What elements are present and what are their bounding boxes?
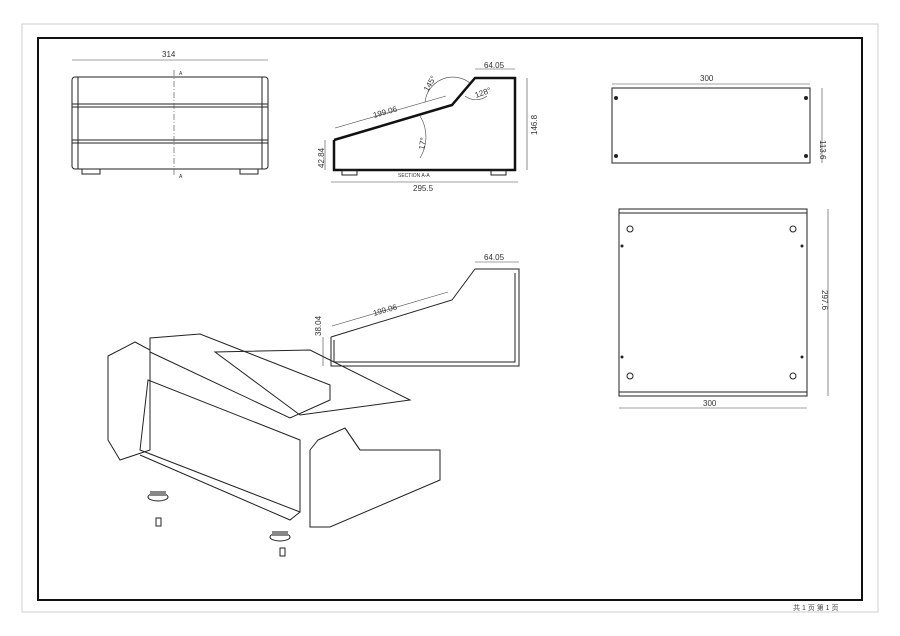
front-width-label: 314 xyxy=(162,50,176,59)
section-mark-top: A xyxy=(179,71,183,77)
section-mark-bottom: A xyxy=(179,174,183,180)
page-count: 共 1 页 第 1 页 xyxy=(793,605,839,612)
section-title: SECTION A-A xyxy=(398,173,430,179)
drawing-frame xyxy=(37,37,863,601)
sheet-outer-border xyxy=(21,23,879,613)
side-slope-length: 199.06 xyxy=(372,302,399,318)
bottom-plate-height: 297.6 xyxy=(820,290,829,311)
top-plate-view: 300 113.6 xyxy=(611,74,827,164)
top-plate-height: 113.6 xyxy=(818,140,827,160)
section-angle-top: 145° xyxy=(422,74,438,93)
section-total-width: 295.5 xyxy=(413,184,434,193)
section-front-height: 42.84 xyxy=(317,147,326,168)
section-view: 64.05 128° 145° 199.06 17° 42.84 146.8 S… xyxy=(317,61,539,193)
section-top-width: 64.05 xyxy=(484,61,505,70)
section-slope-length: 199.06 xyxy=(372,104,399,120)
front-view: 314 A A xyxy=(71,50,269,180)
side-front-height: 38.04 xyxy=(314,315,323,336)
exploded-isometric-view xyxy=(107,333,441,557)
bottom-plate-view: 300 297.6 xyxy=(618,208,829,409)
bottom-plate-width: 300 xyxy=(703,399,717,408)
side-panel-view: 64.05 199.06 38.04 xyxy=(314,253,520,367)
section-angle-slope: 17° xyxy=(417,137,428,150)
side-top-width: 64.05 xyxy=(484,253,505,262)
top-plate-width: 300 xyxy=(700,74,714,83)
section-total-height: 146.8 xyxy=(530,114,539,135)
section-angle-right: 128° xyxy=(474,86,493,100)
